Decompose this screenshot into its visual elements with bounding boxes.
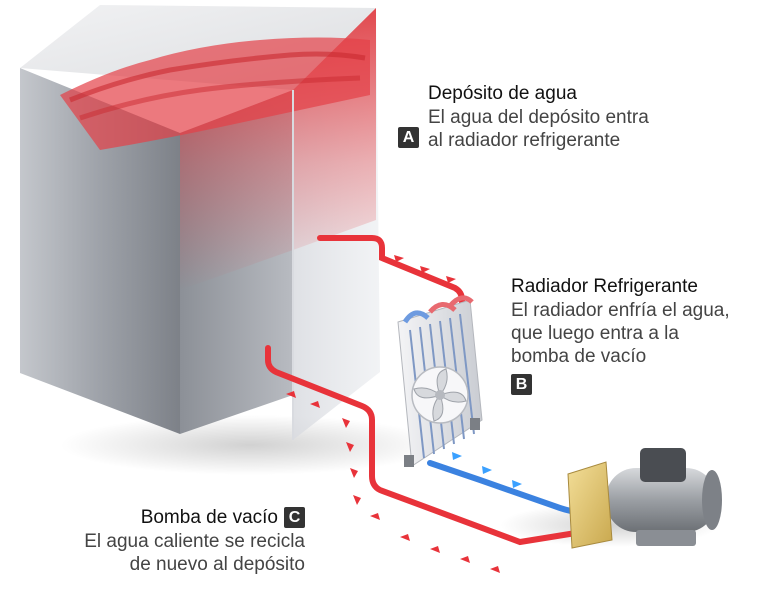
- pump-desc-line-2: de nuevo al depósito: [129, 554, 305, 575]
- label-block-tank: Depósito de agua El agua del depósito en…: [398, 82, 649, 152]
- pump-title: Bomba de vacío: [140, 507, 278, 528]
- radiator-desc-line-1: El radiador enfría el agua,: [511, 300, 730, 321]
- cold-pipe: [427, 460, 583, 515]
- tank-desc-line-1: El agua del depósito entra: [428, 107, 649, 128]
- badge-b: B: [511, 374, 532, 395]
- label-block-pump: Bomba de vacío C El agua caliente se reci…: [40, 506, 305, 576]
- radiator-desc-line-3: bomba de vacío: [511, 346, 647, 367]
- hot-water-surface: [60, 37, 370, 150]
- tank-left-side: [20, 68, 180, 434]
- motor-terminal-box: [640, 448, 686, 482]
- cooling-radiator: [397, 295, 483, 467]
- badge-c: C: [284, 507, 305, 528]
- flow-arrows-hot-out: [394, 255, 456, 283]
- pump-head: [567, 461, 613, 549]
- tank-title: Depósito de agua: [428, 83, 577, 104]
- label-block-radiator: Radiador Refrigerante El radiador enfría…: [511, 275, 730, 395]
- water-tank: [20, 5, 380, 440]
- radiator-title: Radiador Refrigerante: [511, 276, 698, 297]
- badge-a: A: [398, 127, 419, 148]
- radiator-desc-line-2: que luego entra a la: [511, 323, 679, 344]
- pump-desc-line-1: El agua caliente se recicla: [84, 531, 305, 552]
- flow-arrows-hot-return: [286, 391, 500, 573]
- flow-arrows-cold: [452, 452, 522, 488]
- fan-icon: [411, 366, 469, 424]
- tank-desc-line-2: al radiador refrigerante: [428, 130, 621, 151]
- hot-pipe-return: [265, 345, 585, 546]
- vacuum-pump: [567, 448, 722, 549]
